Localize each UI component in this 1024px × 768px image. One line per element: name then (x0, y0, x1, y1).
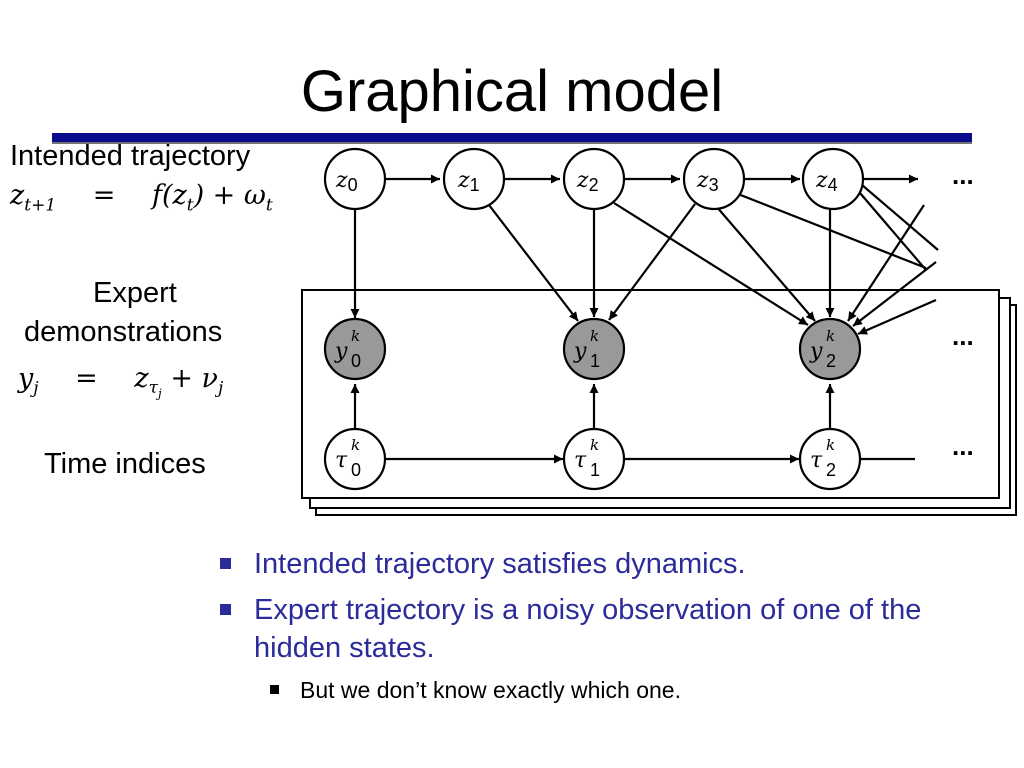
observed-node-y1: y k 1 (562, 317, 626, 381)
bullet-square-icon (220, 558, 231, 569)
time-node-tau2: τ k 2 (798, 427, 862, 491)
edge-in-y2-2 (852, 261, 937, 327)
svg-text:1: 1 (590, 351, 600, 371)
svg-text:1: 1 (590, 460, 600, 480)
svg-text:y: y (334, 339, 348, 364)
svg-text:k: k (826, 436, 835, 454)
svg-text:z0: z0 (335, 168, 358, 195)
observation-equation: yj = zτj + νj (18, 363, 224, 401)
observed-node-y0: y k 0 (323, 317, 387, 381)
hidden-node-z0: z0 (323, 147, 387, 211)
svg-text:k: k (590, 327, 599, 345)
sub-bullet-square-icon (270, 685, 279, 694)
edge-z2-y2 (613, 202, 809, 326)
hidden-node-z2: z2 (562, 147, 626, 211)
hidden-node-z1: z1 (442, 147, 506, 211)
svg-text:z4: z4 (815, 168, 838, 195)
time-node-tau0: τ k 0 (323, 427, 387, 491)
bullet-list: Intended trajectory satisfies dynamics. … (218, 545, 978, 705)
svg-text:z2: z2 (576, 168, 599, 195)
svg-text:0: 0 (351, 351, 361, 371)
slide-title: Graphical model (300, 59, 724, 124)
hidden-node-z4: z4 (801, 147, 865, 211)
expert-label-line1: Expert (93, 277, 177, 309)
svg-text:2: 2 (826, 351, 836, 371)
plate-front (301, 289, 1000, 499)
title-rule-shadow (52, 140, 972, 144)
time-indices-label: Time indices (44, 448, 206, 480)
edge-in-y2-3 (857, 298, 937, 336)
svg-text:z1: z1 (457, 168, 480, 195)
ellipsis-row-y: ... (952, 321, 974, 351)
bullet-item: Expert trajectory is a noisy observation… (218, 591, 978, 667)
observed-node-y2: y k 2 (798, 317, 862, 381)
svg-text:k: k (351, 327, 360, 345)
intended-trajectory-label: Intended trajectory (10, 140, 251, 172)
edge-z4-out-1 (861, 184, 939, 251)
svg-text:τ: τ (335, 448, 348, 473)
svg-text:0: 0 (351, 460, 361, 480)
edge-z3-out (737, 192, 927, 270)
svg-text:k: k (590, 436, 599, 454)
edge-in-y2-1 (847, 204, 925, 322)
edge-z1-y1 (488, 204, 579, 322)
bullet-square-icon (220, 604, 231, 615)
svg-text:y: y (809, 339, 823, 364)
svg-text:2: 2 (826, 460, 836, 480)
svg-text:k: k (826, 327, 835, 345)
expert-label-line2: demonstrations (24, 316, 223, 348)
svg-text:k: k (351, 436, 360, 454)
bullet-item: Intended trajectory satisfies dynamics. (218, 545, 978, 583)
time-node-tau1: τ k 1 (562, 427, 626, 491)
ellipsis-row-z: ... (952, 160, 974, 190)
svg-text:τ: τ (574, 448, 587, 473)
edge-z3-y2 (715, 205, 816, 322)
dynamics-equation: zt+1 = f(zt) + ωt (10, 180, 273, 216)
svg-text:z3: z3 (696, 168, 719, 195)
graphical-model-diagram: z0 z1 z2 z3 z4 y k 0 y k 1 y k 2 τ k 0 (301, 147, 1017, 516)
ellipsis-row-tau: ... (952, 431, 974, 461)
hidden-node-z3: z3 (682, 147, 746, 211)
svg-text:y: y (573, 339, 587, 364)
edge-z4-out-2 (859, 192, 927, 271)
svg-text:τ: τ (810, 448, 823, 473)
edge-z3-y1 (608, 203, 696, 321)
sub-bullet-item: But we don’t know exactly which one. (268, 675, 978, 705)
title-rule (52, 133, 972, 142)
